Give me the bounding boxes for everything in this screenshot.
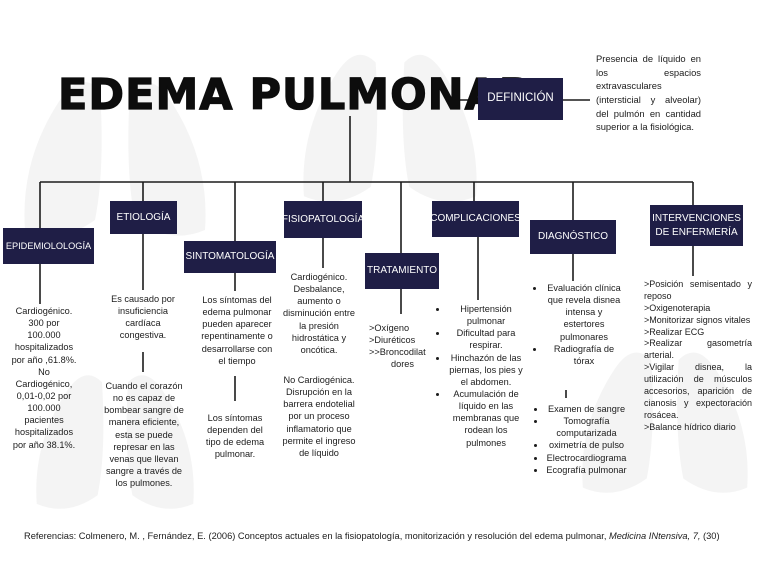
intervenciones-text: >Posición semisentado y reposo >Oxigenot… [644,279,752,432]
reference-footer: Referencias: Colmenero, M. , Fernández, … [24,531,720,541]
diagnostico-list-2: Examen de sangre Tomografía computarizad… [534,403,627,476]
tratamiento-text: >Oxígeno >Diuréticos >>Broncodilat dores [369,323,426,370]
sintomatologia-text-1: Los síntomas del edema pulmonar pueden a… [201,295,273,366]
etiologia-text-2: Cuando el corazón no es capaz de bombear… [104,381,184,489]
list-item: Evaluación clínica que revela disnea int… [545,282,623,343]
intervenciones-box: INTERVENCIONES DE ENFERMERÍA [650,205,743,246]
page-title: EDEMA PULMONAR [57,69,534,120]
list-item: Hinchazón de las piernas, los pies y el … [448,352,524,388]
list-item: Radiografía de tórax [545,343,623,367]
sintomatologia-text-2: Los síntomas dependen del tipo de edema … [205,413,265,460]
list-item: oximetría de pulso [546,439,627,451]
list-item: Tomografía computarizada [546,415,627,439]
etiologia-text-1: Es causado por insuficiencia cardíaca co… [111,294,175,341]
diagnostico-box: DIAGNÓSTICO [530,220,616,254]
complicaciones-list: Hipertensión pulmonar Dificultad para re… [436,303,524,449]
fisiopatologia-box: FISIOPATOLOGÍA [282,201,364,238]
list-item: Hipertensión pulmonar [448,303,524,327]
definition-text: Presencia de líquido en los espacios ext… [596,53,701,133]
fisiopatologia-text-1: Cardiogénico. Desbalance, aumento o dism… [283,272,356,355]
list-item: Examen de sangre [546,403,627,415]
definition-box: DEFINICIÓN [478,78,563,120]
epidemiologia-text: Cardiogénico. 300 por 100.000 hospitaliz… [11,306,77,450]
fisiopatologia-text-2: No Cardiogénica. Disrupción en la barrer… [282,375,356,458]
tratamiento-box: TRATAMIENTO [365,253,439,289]
list-item: Electrocardiograma [546,452,627,464]
list-item: Dificultad para respirar. [448,327,524,351]
list-item: Acumulación de líquido en las membranas … [448,388,524,449]
epidemiologia-box: EPIDEMIOLOLOGÍA [3,228,94,264]
sintomatologia-box: SINTOMATOLOGÍA [184,241,276,273]
list-item: Ecografía pulmonar [546,464,627,476]
complicaciones-box: COMPLICACIONES [430,201,521,237]
diagnostico-list-1: Evaluación clínica que revela disnea int… [533,282,623,367]
etiologia-box: ETIOLOGÍA [110,201,177,234]
